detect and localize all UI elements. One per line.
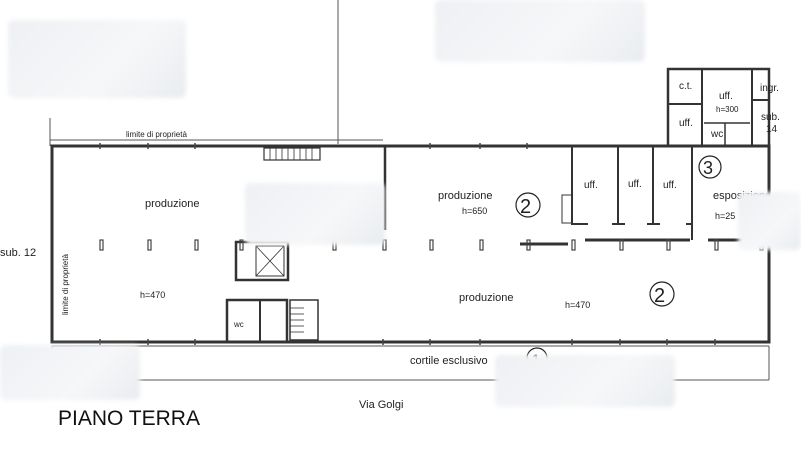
label-uff-top: uff. <box>719 91 733 102</box>
street-name: Via Golgi <box>359 399 404 411</box>
label-wc-top: wc <box>710 129 723 140</box>
label-uff-2: uff. <box>628 179 642 190</box>
property-limit-top: limite di proprietà <box>126 130 187 139</box>
property-limit-left: limite di proprietà <box>61 254 70 315</box>
blurred-watermark <box>245 183 385 245</box>
label-uff-left: uff. <box>679 118 693 129</box>
blurred-watermark <box>0 345 140 400</box>
label-ct: c.t. <box>679 81 692 92</box>
label-cortile: cortile esclusivo <box>410 355 488 367</box>
svg-text:2: 2 <box>654 285 665 307</box>
blurred-watermark <box>8 20 186 98</box>
marker-2-bottom: 2 <box>649 281 675 307</box>
label-produzione-bottom: produzione <box>459 292 513 304</box>
label-sub14: sub. <box>761 112 780 123</box>
label-uff-3: uff. <box>663 180 677 191</box>
label-sub14-num: 14 <box>766 124 778 135</box>
office-block <box>666 67 771 148</box>
label-wc-bottom: wc <box>233 320 244 329</box>
label-h470-right: h=470 <box>565 300 590 310</box>
marker-2-center: 2 <box>515 192 541 218</box>
label-h25: h=25 <box>715 211 735 221</box>
blurred-watermark <box>435 0 645 62</box>
svg-text:2: 2 <box>520 196 531 218</box>
wc-room <box>225 298 289 344</box>
label-ingr: ingr. <box>760 83 779 94</box>
label-h650: h=650 <box>462 206 487 216</box>
label-h470-left: h=470 <box>140 290 165 300</box>
marker-3: 3 <box>698 155 722 179</box>
label-produzione-left: produzione <box>145 198 199 210</box>
label-uff-1: uff. <box>584 180 598 191</box>
label-sub12: sub. 12 <box>0 247 36 259</box>
label-h300: h=300 <box>716 105 739 114</box>
blurred-watermark <box>495 355 675 407</box>
building-outline <box>50 144 771 344</box>
plan-title: PIANO TERRA <box>58 407 200 430</box>
blurred-watermark <box>738 192 801 250</box>
label-produzione-center: produzione <box>438 190 492 202</box>
svg-text:3: 3 <box>703 158 713 178</box>
